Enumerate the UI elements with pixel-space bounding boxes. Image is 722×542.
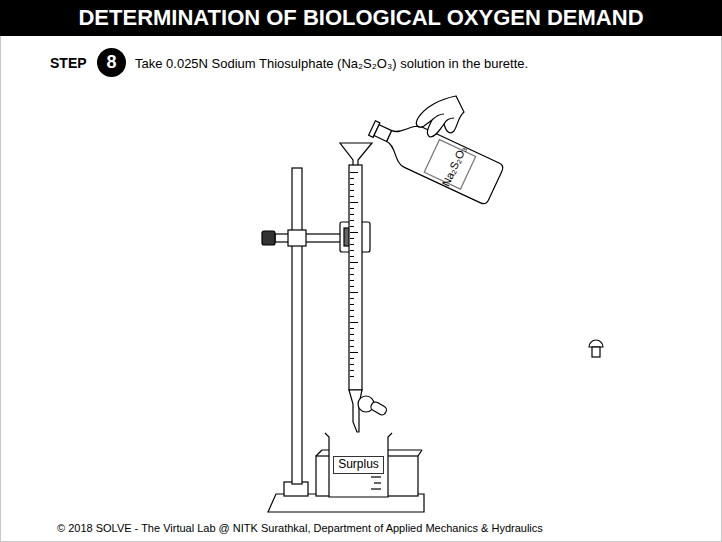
beaker-label-box: Surplus: [333, 456, 384, 474]
instruction-text: Take 0.025N Sodium Thiosulphate (Na₂S₂O₃…: [135, 56, 528, 71]
box-label: Surplus: [338, 458, 379, 472]
clamp-knob: [262, 231, 275, 245]
graduations: [350, 172, 359, 382]
retort-stand: [262, 168, 424, 512]
platform-edge: [316, 450, 322, 456]
hand: [416, 96, 464, 137]
stopper-stem: [592, 347, 600, 357]
step-label: STEP: [50, 55, 87, 71]
hand-outline: [416, 96, 464, 137]
beaker: [325, 433, 392, 497]
stopcock-handle: [370, 401, 388, 417]
title-text: DETERMINATION OF BIOLOGICAL OXYGEN DEMAN…: [0, 0, 722, 36]
boss-head: [288, 230, 306, 246]
burette: [340, 143, 388, 432]
bottle-label-patch: [424, 140, 475, 190]
beaker-mark: [371, 488, 381, 489]
burette-tip: [349, 390, 362, 432]
finger-line: [444, 118, 454, 124]
stopper-icon: [589, 340, 603, 357]
finger-line: [432, 114, 444, 120]
beaker-mark: [371, 476, 381, 477]
copyright-caption: © 2018 SOLVE - The Virtual Lab @ NITK Su…: [57, 522, 543, 534]
beaker-body: [325, 433, 392, 497]
burette-tube: [349, 165, 362, 390]
beaker-mark: [374, 482, 381, 483]
step-number: 8: [106, 52, 116, 73]
bottle-body: [380, 116, 505, 205]
step-number-circle: 8: [97, 48, 126, 77]
stand-rod: [292, 168, 302, 484]
clamp-arm: [275, 234, 345, 242]
stopper-head: [589, 340, 603, 347]
platform-edge: [418, 450, 422, 456]
title-bar: DETERMINATION OF BIOLOGICAL OXYGEN DEMAN…: [0, 0, 722, 36]
